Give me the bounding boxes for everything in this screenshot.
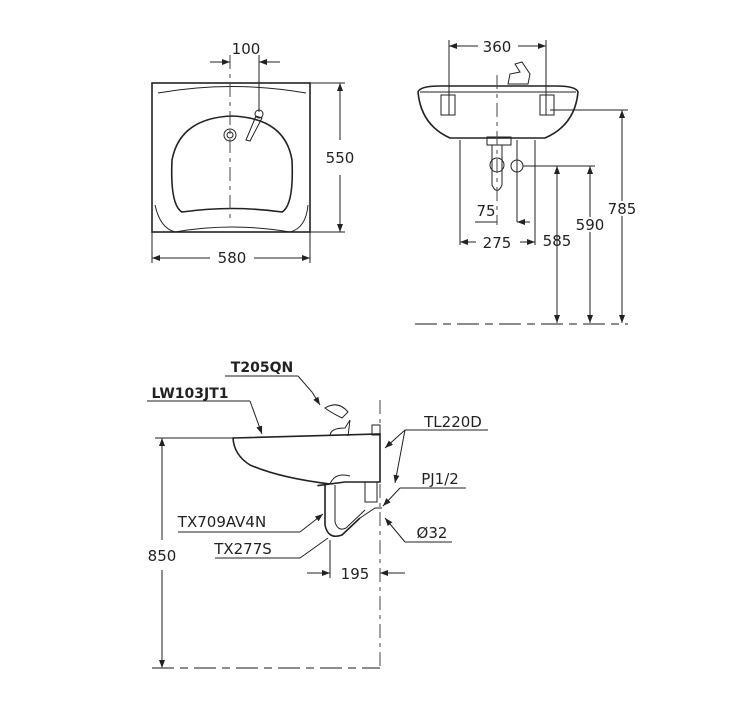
trap-pipe: [324, 485, 361, 538]
dim-100: 100: [232, 40, 261, 58]
dim-360: 360: [483, 38, 512, 56]
faucet-icon: [507, 61, 531, 85]
basin-outline-side: [232, 433, 381, 487]
dim-585: 585: [543, 232, 572, 250]
dim-785: 785: [608, 200, 637, 218]
label-trap: TX277S: [213, 540, 272, 558]
dim-850: 850: [148, 547, 177, 565]
label-faucet: T205QN: [231, 360, 293, 376]
label-waste: TX709AV4N: [177, 513, 266, 531]
label-bracket: TL220D: [423, 413, 482, 431]
top-view: 100 550 580: [151, 40, 355, 267]
bowl-outline: [170, 115, 294, 213]
side-view: 850 195 T205QN LW103JT1 TL220D PJ1/2 Ø32…: [147, 360, 488, 669]
dim-275: 275: [483, 234, 512, 252]
dim-580: 580: [218, 249, 247, 267]
basin-front-edge: [154, 204, 309, 233]
label-basin: LW103JT1: [152, 386, 229, 402]
dim-195: 195: [341, 565, 370, 583]
faucet-side-icon: [329, 419, 351, 437]
dim-590: 590: [576, 216, 605, 234]
dim-75: 75: [476, 202, 495, 220]
basin-outline-top: [151, 82, 311, 233]
supply-valve-side: [364, 481, 378, 503]
label-drain-diameter: Ø32: [417, 524, 448, 542]
basin-outline-front: [417, 85, 579, 139]
label-supply: PJ1/2: [421, 470, 459, 488]
faucet-lever-icon: [245, 115, 263, 142]
front-view: 360 75 275 585 590 785: [415, 38, 638, 325]
dim-550: 550: [326, 149, 355, 167]
